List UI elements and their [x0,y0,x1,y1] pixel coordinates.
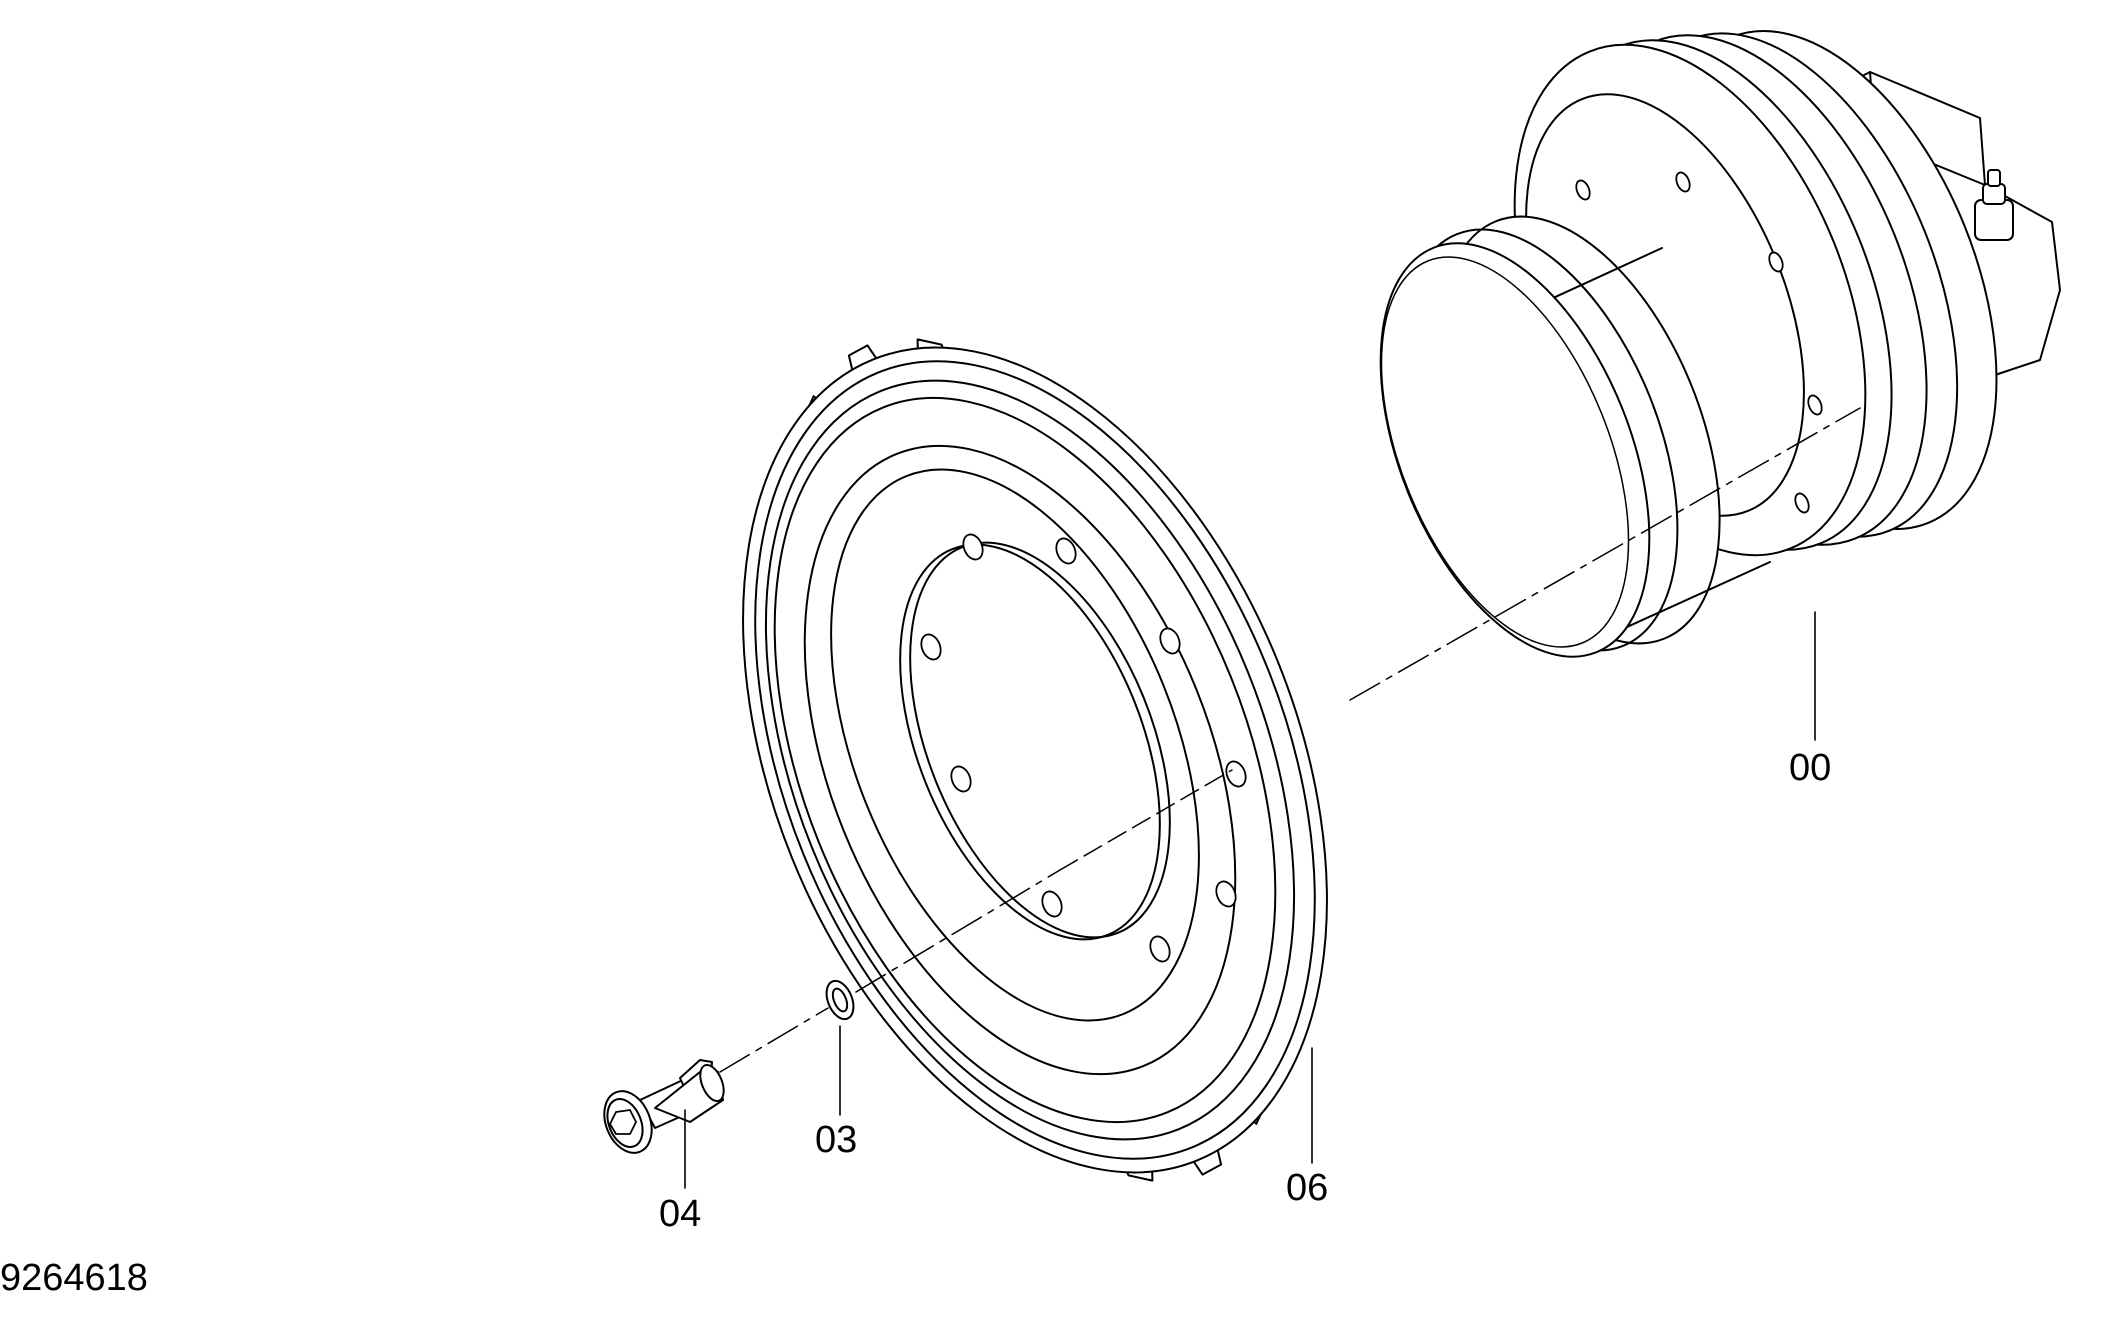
sprocket-bolt-circle-face [830,468,1200,1022]
assembly-centerline [719,407,1861,1073]
callout-label-motor: 00 [1789,747,1831,789]
callout-label-bolt: 04 [659,1193,701,1235]
callout-label-washer: 03 [815,1119,857,1161]
callout-label-sprocket: 06 [1286,1167,1328,1209]
sprocket-center-bore [909,541,1171,939]
hex-socket-icon [609,1109,637,1135]
travel-motor [1379,30,2061,725]
socket-head-bolt [603,1059,725,1154]
motor-front-face [1379,242,1651,658]
lock-washer [825,979,855,1021]
drawing-number: 9264618 [0,1257,148,1299]
callout-leaders [684,611,1816,1189]
sprocket-bolt-holes [920,533,1247,963]
fill-plug-fitting [1974,169,2014,241]
drive-sprocket [742,338,1328,1182]
